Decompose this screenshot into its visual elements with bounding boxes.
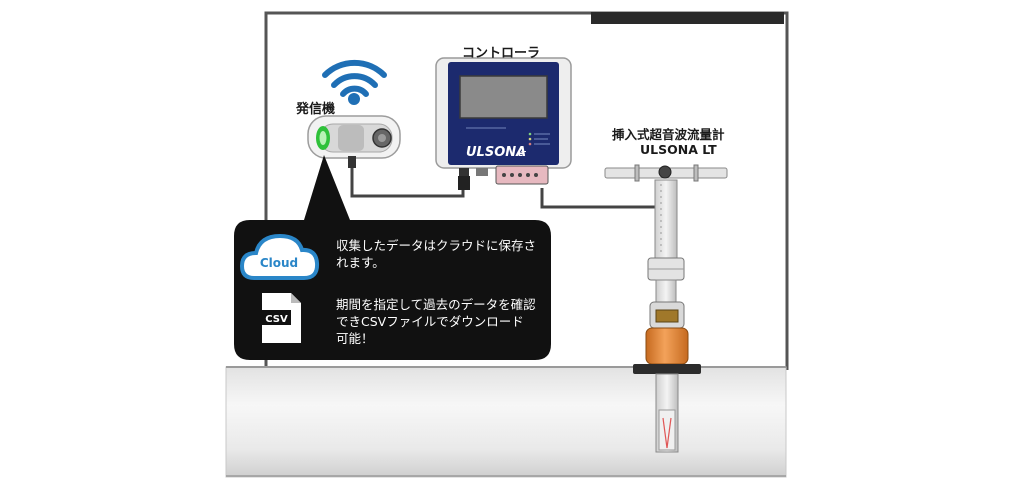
- room-frame: [264, 11, 789, 370]
- controller-brand-suffix: LT: [518, 150, 526, 158]
- csv-file-icon: CSV: [262, 293, 301, 343]
- ball-valve: [645, 327, 689, 365]
- transmitter-label: 発信機: [296, 102, 336, 117]
- controller-brand: ULSONA: [466, 145, 526, 160]
- controller-label: コントローラ: [462, 46, 541, 61]
- pipe: [225, 366, 787, 478]
- bubble-text-cloud: 収集したデータはクラウドに保存されます。: [336, 238, 537, 270]
- controller-device: ULSONA LT: [435, 57, 572, 190]
- cloud-label: Cloud: [260, 256, 298, 270]
- info-bubble: [234, 155, 551, 360]
- controller-port: [458, 176, 470, 190]
- csv-label: CSV: [265, 314, 288, 325]
- flow-meter: [604, 164, 728, 453]
- flow-meter-model-label: ULSONA LT: [640, 142, 717, 157]
- ceiling-light-bar: [591, 12, 784, 24]
- flow-meter-label: 挿入式超音波流量計: [612, 127, 725, 142]
- sensor-cable: [540, 185, 662, 209]
- transmitter-port: [348, 156, 356, 168]
- mounting-flange: [633, 364, 701, 374]
- transmitter-device: [307, 115, 401, 168]
- bubble-text-csv: 期間を指定して過去のデータを確認できCSVファイルでダウンロード可能！: [336, 297, 536, 346]
- controller-screen: [459, 75, 548, 119]
- cloud-icon: Cloud: [239, 233, 320, 280]
- wifi-icon: [322, 59, 387, 105]
